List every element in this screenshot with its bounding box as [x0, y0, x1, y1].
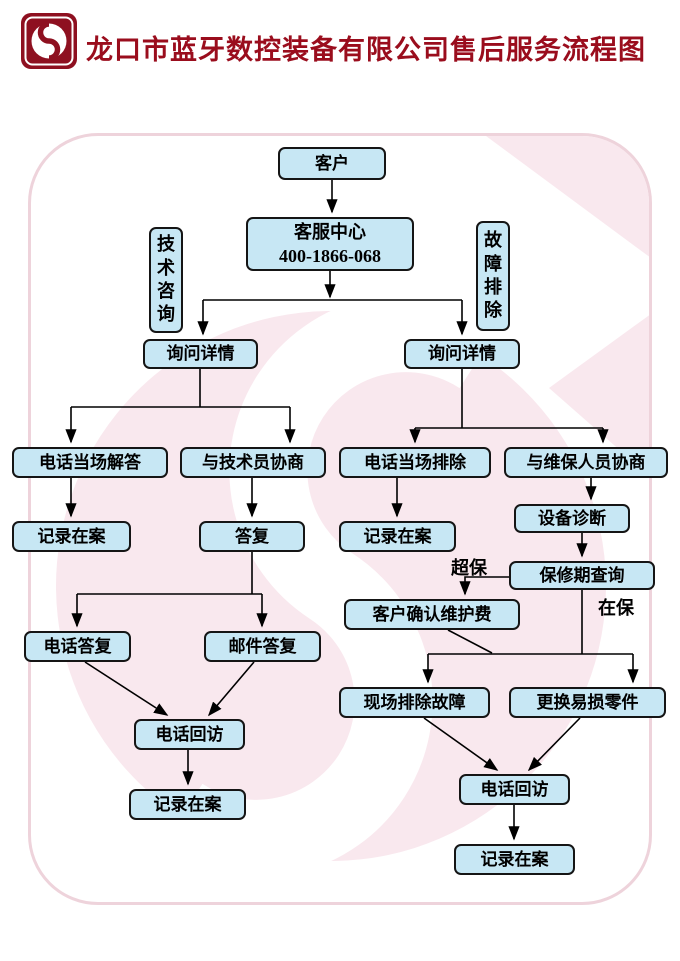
node-maint-negotiate: 与维保人员协商 [504, 447, 668, 478]
node-inquiry-left: 询问详情 [143, 339, 258, 369]
service-center-name: 客服中心 [294, 221, 366, 242]
node-replace-parts: 更换易损零件 [509, 687, 666, 718]
service-center-phone: 400-1866-068 [279, 246, 381, 266]
node-mail-reply: 邮件答复 [204, 631, 321, 662]
label-over-warranty: 超保 [451, 558, 487, 578]
node-record-after-eliminate: 记录在案 [339, 521, 456, 552]
node-tech-negotiate: 与技术员协商 [180, 447, 326, 478]
node-branch-troubleshoot: 故障排除 [476, 221, 510, 331]
node-record-after-callback-right: 记录在案 [454, 844, 575, 875]
node-callback-left: 电话回访 [134, 719, 245, 750]
node-inquiry-right: 询问详情 [404, 339, 520, 369]
node-phone-eliminate: 电话当场排除 [339, 447, 491, 478]
page-title: 龙口市蓝牙数控装备有限公司售后服务流程图 [86, 35, 646, 65]
label-in-warranty: 在保 [598, 598, 634, 618]
node-callback-right: 电话回访 [459, 774, 570, 805]
node-phone-reply: 电话答复 [24, 631, 131, 662]
node-phone-answer: 电话当场解答 [12, 447, 168, 478]
company-logo-icon [21, 13, 77, 69]
node-onsite-fix: 现场排除故障 [339, 687, 490, 718]
node-reply: 答复 [199, 521, 305, 552]
node-branch-tech-consult: 技术咨询 [149, 227, 183, 333]
node-warranty-query: 保修期查询 [509, 561, 655, 590]
node-device-diagnosis: 设备诊断 [514, 504, 630, 533]
node-record-after-callback-left: 记录在案 [129, 789, 246, 820]
node-service-center: 客服中心 400-1866-068 [246, 217, 414, 271]
node-fee-confirm: 客户确认维护费 [344, 599, 520, 630]
node-record-after-answer: 记录在案 [12, 521, 131, 552]
node-customer: 客户 [278, 147, 386, 180]
